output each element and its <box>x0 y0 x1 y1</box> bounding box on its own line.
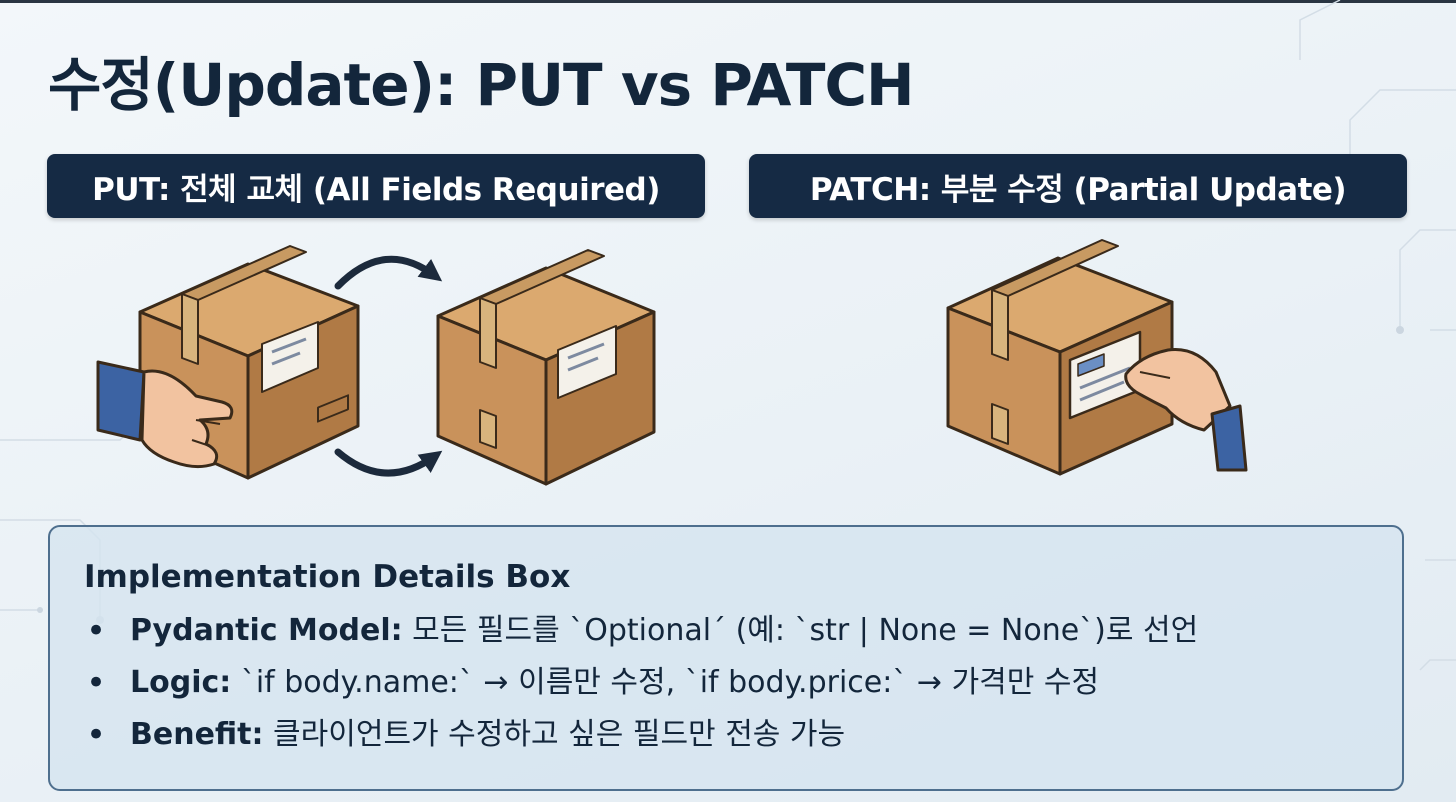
hand-icon <box>1124 347 1248 472</box>
cardboard-box-icon <box>436 249 656 486</box>
details-heading: Implementation Details Box <box>84 559 571 595</box>
bullet-key: Logic: <box>130 665 232 700</box>
put-patch-illustration <box>96 239 1248 486</box>
bullet-text: 모든 필드를 `Optional´ (예: `str | None = None… <box>412 613 1199 648</box>
implementation-details-box: Implementation Details Box Pydantic Mode… <box>48 525 1404 791</box>
swap-arrow-icon <box>334 255 443 477</box>
hand-icon <box>96 360 234 469</box>
bullet-benefit: Benefit: 클라이언트가 수정하고 싶은 필드만 전송 가능 <box>84 709 1370 761</box>
bullet-pydantic-model: Pydantic Model: 모든 필드를 `Optional´ (예: `s… <box>84 605 1370 657</box>
bullet-key: Pydantic Model: <box>130 613 403 648</box>
bullet-logic: Logic: `if body.name:` → 이름만 수정, `if bod… <box>84 657 1370 709</box>
bullet-key: Benefit: <box>130 717 264 752</box>
put-label: PUT: 전체 교체 (All Fields Required) <box>47 154 705 218</box>
details-bullet-list: Pydantic Model: 모든 필드를 `Optional´ (예: `s… <box>84 605 1370 761</box>
patch-label: PATCH: 부분 수정 (Partial Update) <box>749 154 1407 218</box>
top-edge-line <box>0 0 1456 3</box>
bullet-text: `if body.name:` → 이름만 수정, `if body.price… <box>240 665 1100 700</box>
slide-title: 수정(Update): PUT vs PATCH <box>48 51 915 119</box>
bullet-text: 클라이언트가 수정하고 싶은 필드만 전송 가능 <box>273 717 846 752</box>
